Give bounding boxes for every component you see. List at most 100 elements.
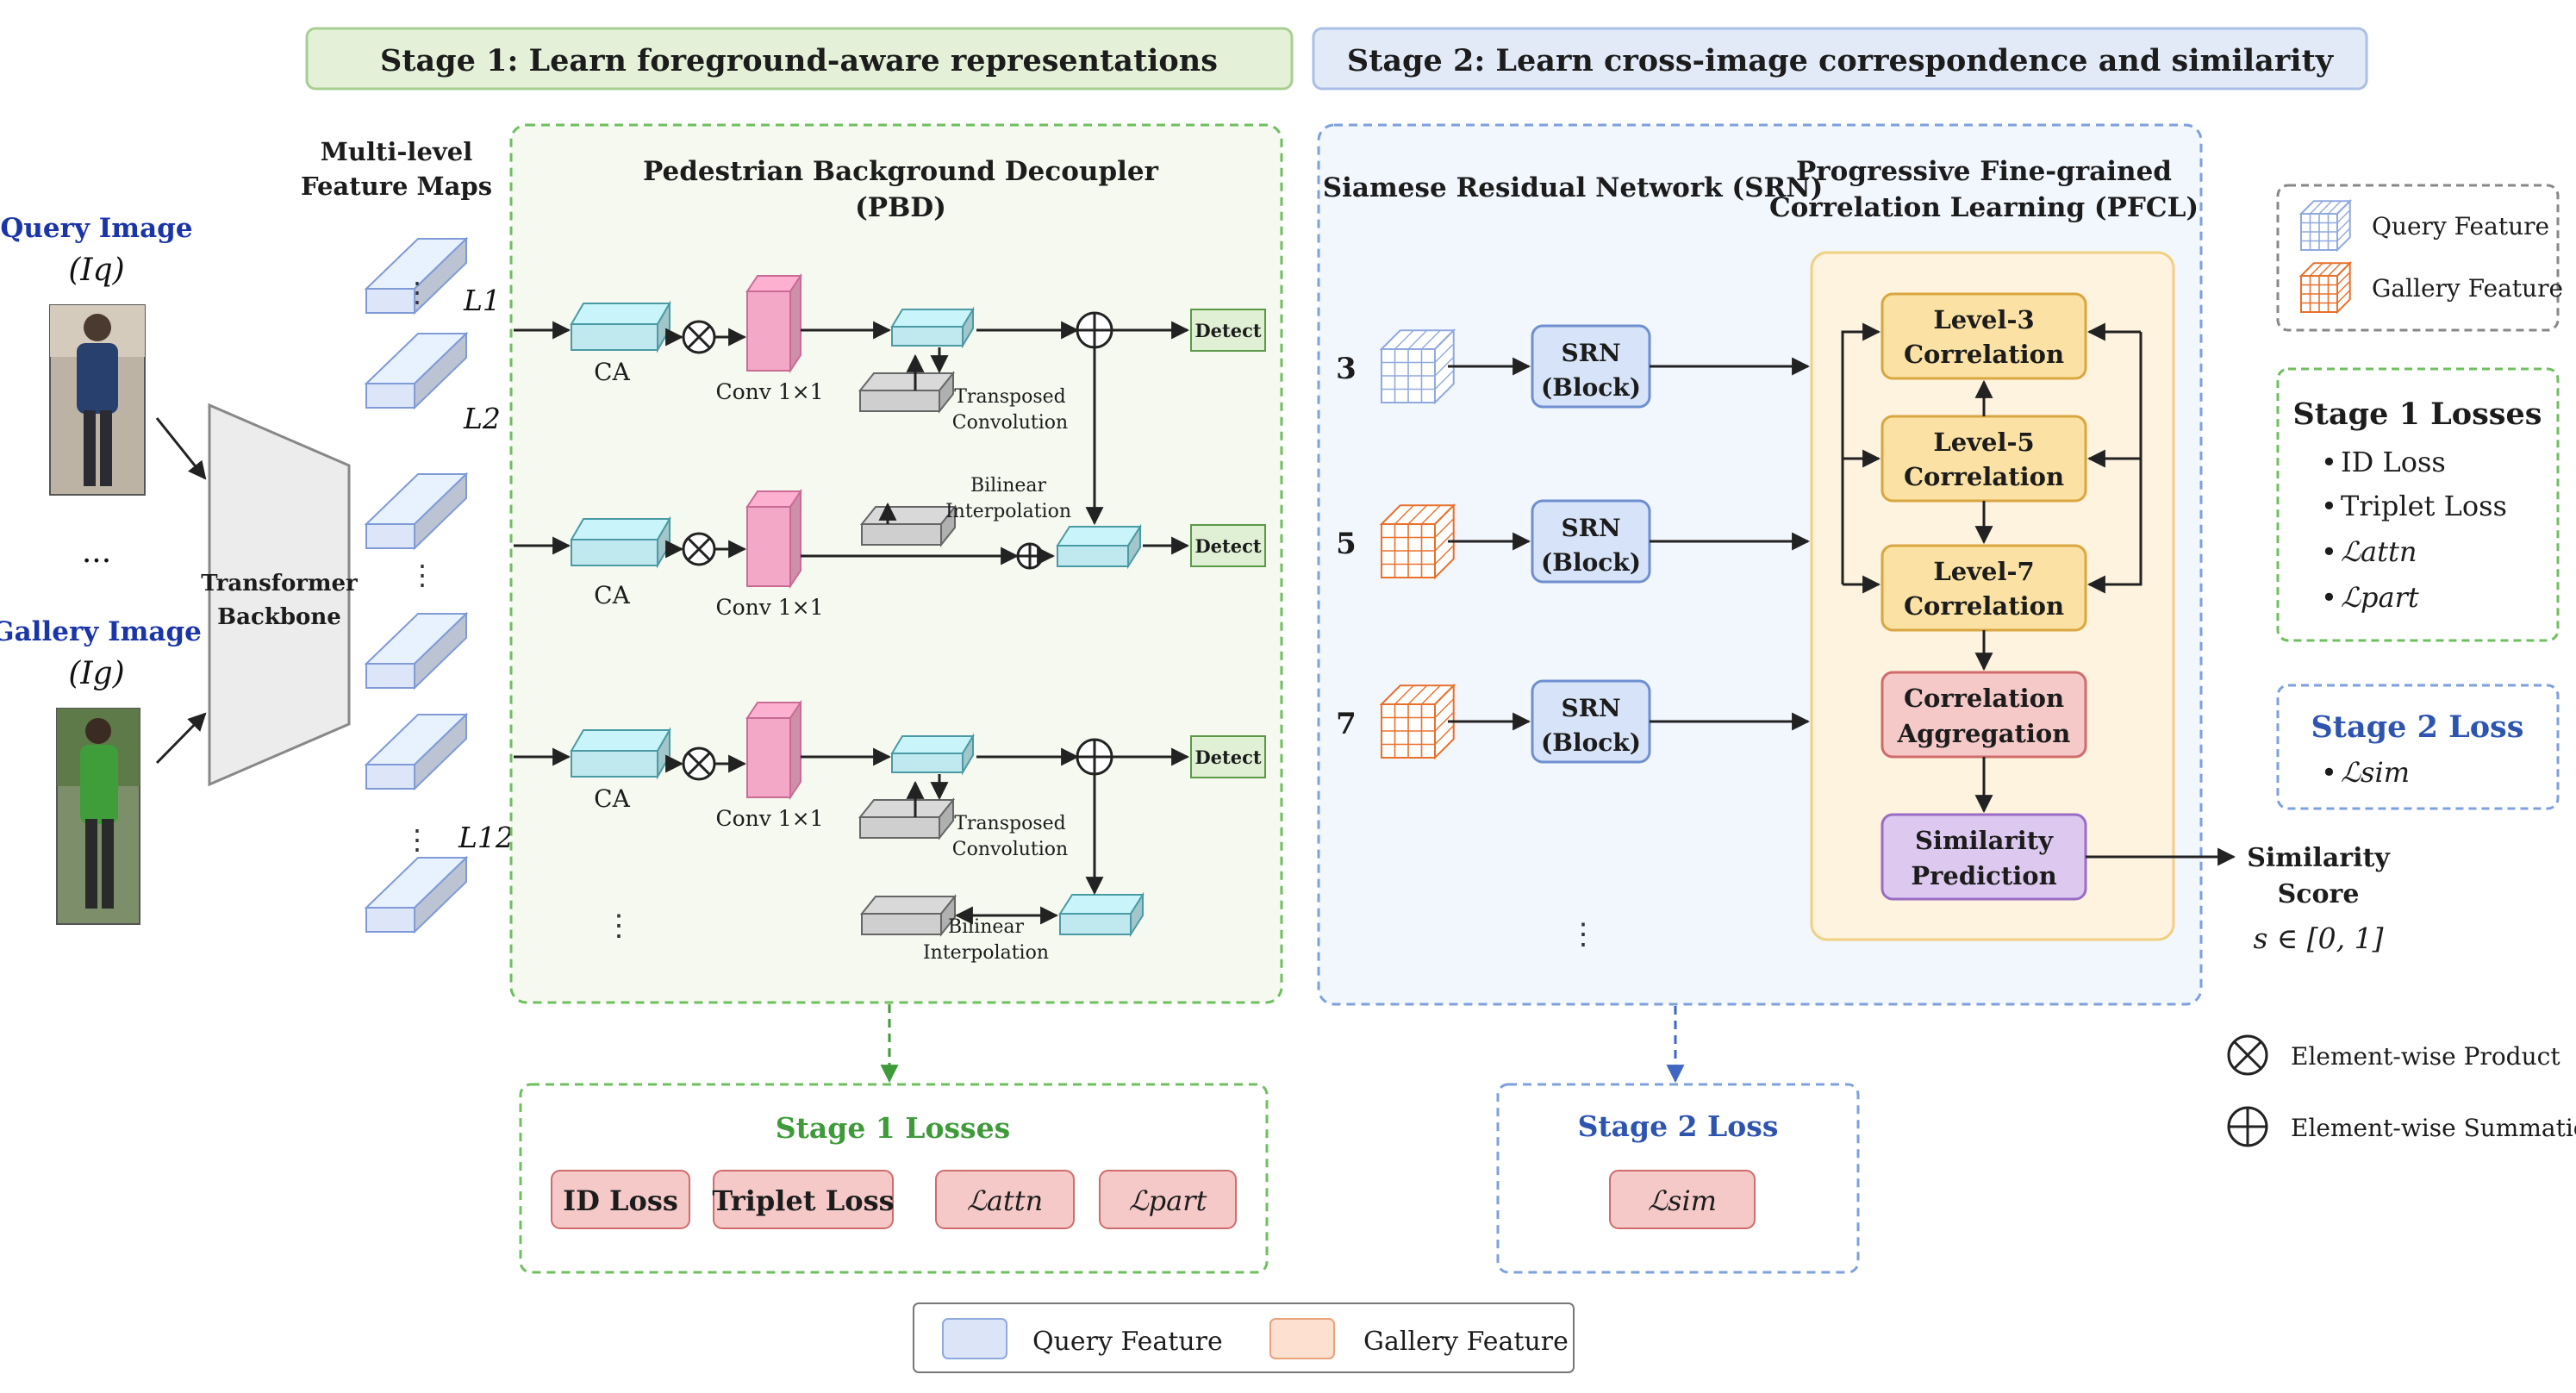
element-wise-summation-icon	[2227, 1106, 2268, 1147]
right-stage1-item-1: ID Loss	[2341, 446, 2446, 478]
legend-query-swatch	[942, 1318, 1007, 1359]
bottom-stage2-loss: Stage 2 Loss ℒsim	[1496, 1083, 1860, 1274]
gallery-image-label: Gallery Image	[0, 616, 202, 647]
query-person-image	[49, 304, 146, 496]
agg-line1: Correlation	[1904, 684, 2064, 713]
legend-gallery-swatch	[1269, 1318, 1335, 1359]
feature-maps-title-line2: Feature Maps	[301, 172, 492, 201]
svg-text:•: •	[2321, 581, 2337, 614]
conv-label-2: Conv 1×1	[715, 595, 823, 620]
bilinear-slab-2	[859, 504, 957, 547]
srn-input-cube-icon-2	[1379, 503, 1456, 580]
stage1-banner: Stage 1: Learn foreground-aware represen…	[305, 27, 1294, 91]
level7-line2: Correlation	[1904, 591, 2064, 621]
srn-block-line1-3: SRN	[1561, 694, 1620, 722]
right-stage1-item-4: ℒpart	[2341, 581, 2419, 614]
pred-line1: Similarity	[1915, 826, 2054, 855]
level3-line1: Level-3	[1933, 305, 2034, 334]
pfcl-title-line2: Correlation Learning (PFCL)	[1769, 192, 2199, 223]
bilinear-label1-3: Bilinear	[948, 916, 1025, 938]
srn-title: Siamese Residual Network (SRN)	[1323, 172, 1824, 203]
query-image-label: Query Image	[0, 213, 192, 244]
similarity-score-line2: Score	[2278, 879, 2360, 909]
pred-line2: Prediction	[1911, 861, 2056, 890]
right-stage2-item-1: ℒsim	[2341, 756, 2410, 789]
bilinear-label1-2: Bilinear	[970, 475, 1047, 497]
feature-map-slab-5	[364, 712, 469, 791]
level5-line2: Correlation	[1904, 462, 2064, 491]
agg-line2: Aggregation	[1897, 719, 2071, 748]
gallery-person-image	[56, 708, 140, 925]
similarity-score-line1: Similarity	[2247, 843, 2391, 873]
srn-dots: ⋮	[1569, 917, 1598, 952]
detect-box-1: Detect	[1190, 309, 1266, 352]
svg-text:•: •	[2321, 446, 2337, 478]
transposed-label2-3: Convolution	[952, 839, 1068, 860]
legend-gallery-cube-icon	[2298, 260, 2353, 315]
right-legend-query: Query Feature	[2372, 212, 2549, 240]
right-feature-legend: Query Feature Gallery Feature	[2276, 184, 2563, 332]
level5-correlation-box: Level-5 Correlation	[1881, 415, 2087, 503]
pfcl-title-line1: Progressive Fine-grained	[1796, 156, 2172, 187]
triplet-loss-text: Triplet Loss	[712, 1184, 894, 1217]
right-stage1-item-3: ℒattn	[2341, 535, 2417, 568]
transposed-label2-1: Convolution	[952, 412, 1068, 434]
query-to-backbone-arrow	[155, 417, 207, 480]
level-label-l2: L2	[463, 402, 501, 435]
bilinear-slab-3	[859, 894, 957, 937]
level7-correlation-box: Level-7 Correlation	[1881, 544, 2087, 632]
bottom-stage2-title: Stage 2 Loss	[1578, 1109, 1779, 1143]
gallery-image-symbol: (Ig)	[68, 656, 124, 691]
id-loss-chip: ID Loss	[551, 1170, 690, 1229]
gallery-to-backbone-arrow	[155, 712, 207, 765]
id-loss-text: ID Loss	[563, 1184, 678, 1217]
right-stage2-loss: Stage 2 Loss • ℒsim	[2276, 684, 2560, 810]
element-wise-product-icon-2	[682, 532, 716, 566]
stage2-banner: Stage 2: Learn cross-image correspondenc…	[1312, 27, 2368, 91]
similarity-prediction-box: Similarity Prediction	[1881, 813, 2087, 901]
detect-box-3: Detect	[1190, 735, 1266, 778]
element-wise-summation-icon-3	[1076, 738, 1113, 776]
fmap-dots-3: ⋮	[403, 823, 431, 856]
level-label-l12: L12	[458, 821, 514, 854]
pbd-title-line1: Pedestrian Background Decoupler	[643, 156, 1159, 187]
level3-line2: Correlation	[1904, 340, 2064, 369]
feature-maps-title-line1: Multi-level	[321, 137, 472, 166]
srn-block-line1-2: SRN	[1561, 514, 1620, 542]
right-stage1-item-2: Triplet Loss	[2341, 490, 2507, 522]
element-wise-summation-icon-1	[1076, 311, 1113, 349]
upper-teal-slab-1	[890, 306, 975, 349]
sim-loss-chip: ℒsim	[1609, 1170, 1756, 1229]
element-wise-product-icon	[2227, 1034, 2268, 1076]
detect-label-1: Detect	[1194, 320, 1261, 341]
right-stage1-losses: Stage 1 Losses • ID Loss • Triplet Loss …	[2276, 367, 2560, 642]
element-wise-summation-icon-2	[1016, 542, 1044, 570]
feature-map-stack	[364, 236, 469, 934]
transposed-conv-slab-3	[858, 797, 956, 840]
element-wise-product-icon-1	[682, 320, 716, 354]
feature-map-slab-3	[364, 472, 469, 551]
ca-label-2: CA	[594, 581, 630, 609]
srn-block-2: SRN(Block)	[1531, 499, 1651, 584]
srn-block-line2-1: (Block)	[1541, 373, 1641, 402]
pbd-dots: ⋮	[604, 909, 633, 943]
bilinear-label2-3: Interpolation	[923, 942, 1049, 964]
ca-block-3	[570, 727, 671, 780]
attn-loss-text: ℒattn	[967, 1184, 1043, 1217]
svg-text:•: •	[2321, 490, 2337, 522]
right-stage2-title: Stage 2 Loss	[2311, 709, 2524, 745]
ca-block-1	[570, 300, 671, 353]
transposed-label1-3: Transposed	[954, 813, 1066, 834]
bilinear-label2-2: Interpolation	[945, 501, 1071, 522]
srn-scale-label-2: 5	[1336, 527, 1357, 561]
right-stage1-title: Stage 1 Losses	[2293, 397, 2542, 432]
legend-query-cube-icon	[2298, 198, 2353, 253]
ca-block-2	[570, 515, 671, 569]
